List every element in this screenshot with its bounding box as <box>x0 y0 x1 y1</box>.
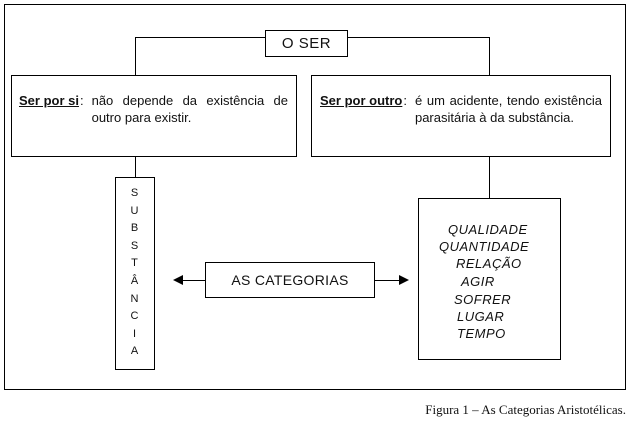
ser-por-outro-text: é um acidente, tendo existência parasitá… <box>414 93 602 125</box>
diagram-frame <box>4 4 626 390</box>
substancia-letter: S <box>130 187 140 199</box>
connector-top-right-horizontal <box>348 37 489 38</box>
substancia-letter: N <box>130 292 140 305</box>
category-item: RELAÇÃO <box>456 256 522 271</box>
arrow-right-head <box>399 275 409 285</box>
category-item: AGIR <box>461 274 495 289</box>
substancia-letter: C <box>130 310 140 323</box>
ser-por-outro-term: Ser por outro <box>320 93 403 108</box>
substancia-letter: A <box>130 345 140 358</box>
connector-left-down <box>135 157 136 177</box>
substancia-letter: B <box>130 222 140 235</box>
ser-por-si-term: Ser por si <box>19 93 79 108</box>
as-categorias-box: AS CATEGORIAS <box>205 262 375 298</box>
category-item: LUGAR <box>457 309 505 324</box>
connector-top-left-horizontal <box>135 37 265 38</box>
category-item: SOFRER <box>454 292 512 307</box>
connector-right-down <box>489 157 490 198</box>
arrow-left-shaft <box>180 280 205 281</box>
title-text: O SER <box>281 35 332 52</box>
category-item: QUALIDADE <box>448 222 528 237</box>
connector-top-right-vertical <box>489 37 490 75</box>
substancia-box: S U B S T Â N C I A <box>115 177 155 370</box>
as-categorias-label: AS CATEGORIAS <box>231 272 349 288</box>
arrow-left-head <box>173 275 183 285</box>
category-item: TEMPO <box>457 326 506 341</box>
substancia-letter: S <box>130 239 140 252</box>
categories-box: QUALIDADE QUANTIDADE RELAÇÃO AGIR SOFRER… <box>418 198 561 360</box>
ser-por-si-box: Ser por si: não depende da existência de… <box>11 75 297 157</box>
substancia-letter: U <box>130 204 140 217</box>
category-item: QUANTIDADE <box>439 239 530 254</box>
ser-por-si-definition: Ser por si: não depende da existência de… <box>19 92 288 126</box>
substancia-letter: Â <box>130 274 140 287</box>
substancia-letter: I <box>132 327 138 340</box>
ser-por-outro-box: Ser por outro: é um acidente, tendo exis… <box>311 75 611 157</box>
figure-caption: Figura 1 – As Categorias Aristotélicas. <box>425 402 626 417</box>
substancia-letter: T <box>131 257 139 270</box>
ser-por-si-text: não depende da existência de outro para … <box>91 93 288 125</box>
colon: : <box>403 93 407 108</box>
arrow-right-shaft <box>375 280 401 281</box>
connector-top-left-vertical <box>135 37 136 75</box>
colon: : <box>79 93 84 108</box>
ser-por-outro-definition: Ser por outro: é um acidente, tendo exis… <box>320 92 602 126</box>
title-box: O SER <box>265 30 348 57</box>
